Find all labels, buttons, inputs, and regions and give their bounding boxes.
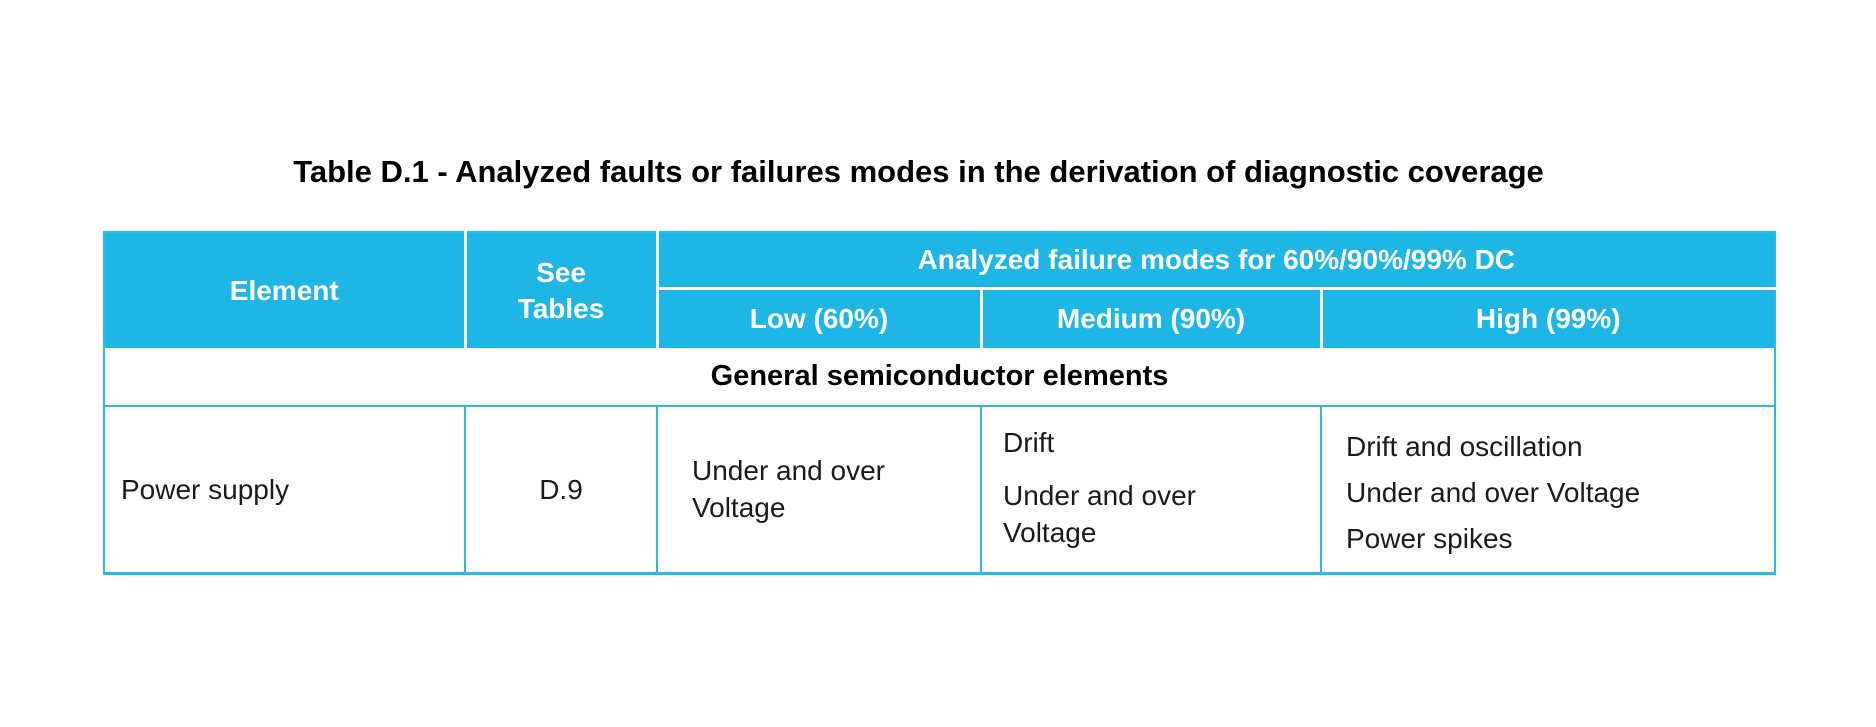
- column-header-see-tables: See Tables: [465, 232, 659, 348]
- header-row-dc-levels: Low (60%) Medium (90%) High (99%): [104, 288, 1775, 348]
- column-header-element: Element: [104, 232, 467, 348]
- column-header-low: Low (60%): [657, 288, 983, 348]
- cell-medium-line: Under and over Voltage: [1003, 480, 1197, 548]
- cell-high-line: Power spikes: [1346, 523, 1513, 554]
- section-band-row: General semiconductor elements: [104, 348, 1775, 407]
- header-row-group: Element See Tables Analyzed failure mode…: [104, 232, 1775, 348]
- cell-medium-line: Drift: [1003, 427, 1055, 458]
- cell-medium: Drift Under and over Voltage: [981, 406, 1322, 573]
- cell-high-line: Under and over Voltage: [1346, 477, 1641, 508]
- cell-high-line: Drift and oscillation: [1346, 431, 1583, 462]
- cell-see-tables: D.9: [465, 406, 658, 573]
- column-header-see-tables-label: See Tables: [517, 256, 605, 324]
- table-title: Table D.1 - Analyzed faults or failures …: [293, 154, 1544, 189]
- column-header-analyzed-failure-modes: Analyzed failure modes for 60%/90%/99% D…: [657, 232, 1775, 290]
- cell-element: Power supply: [104, 406, 466, 573]
- column-header-medium: Medium (90%): [981, 288, 1323, 348]
- cell-low-text: Under and over Voltage: [692, 455, 886, 524]
- fault-modes-table: Element See Tables Analyzed failure mode…: [103, 231, 1776, 575]
- cell-high: Drift and oscillation Under and over Vol…: [1321, 406, 1775, 573]
- section-band-label: General semiconductor elements: [104, 348, 1775, 407]
- table-row: Power supply D.9 Under and over Voltage …: [104, 406, 1775, 573]
- cell-low: Under and over Voltage: [657, 406, 982, 573]
- column-header-high: High (99%): [1321, 288, 1775, 348]
